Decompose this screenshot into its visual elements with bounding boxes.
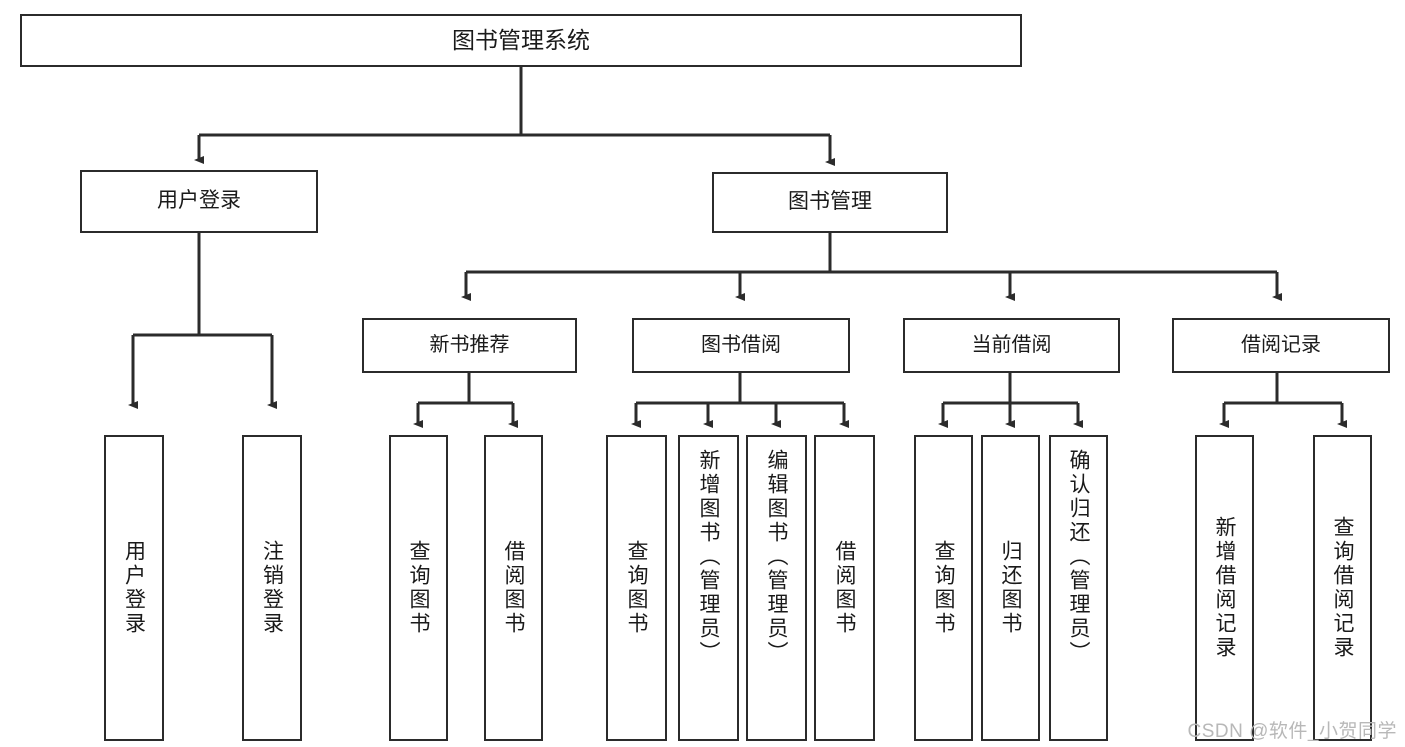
node-book-manage[interactable]: 图书管理 (712, 172, 948, 233)
leaf-bookborrow-add-book[interactable]: 新增图书（管理员） (678, 435, 739, 741)
leaf-currentborrow-return-book[interactable]: 归还图书 (981, 435, 1040, 741)
leaf-newbook-query-book[interactable]: 查询图书 (389, 435, 448, 741)
leaf-newbook-query-book-label: 查询图书 (407, 540, 430, 636)
node-borrow-record[interactable]: 借阅记录 (1172, 318, 1390, 373)
leaf-logout-label: 注销登录 (260, 540, 284, 636)
leaf-user-login[interactable]: 用户登录 (104, 435, 164, 741)
leaf-currentborrow-return-book-label: 归还图书 (999, 540, 1022, 636)
leaf-bookborrow-borrow-book-label: 借阅图书 (833, 540, 856, 636)
leaf-bookborrow-add-book-label: 新增图书（管理员） (697, 449, 720, 665)
node-current-borrow-label: 当前借阅 (971, 333, 1052, 356)
leaf-bookborrow-borrow-book[interactable]: 借阅图书 (814, 435, 875, 741)
leaf-borrowrecord-query-record[interactable]: 查询借阅记录 (1313, 435, 1372, 741)
leaf-logout[interactable]: 注销登录 (242, 435, 302, 741)
node-new-book-recommend-label: 新书推荐 (429, 333, 510, 356)
leaf-borrowrecord-add-record-label: 新增借阅记录 (1213, 516, 1236, 660)
node-book-borrow[interactable]: 图书借阅 (632, 318, 850, 373)
node-new-book-recommend[interactable]: 新书推荐 (362, 318, 577, 373)
leaf-borrowrecord-query-record-label: 查询借阅记录 (1331, 516, 1354, 660)
node-root-label: 图书管理系统 (452, 26, 590, 53)
leaf-currentborrow-confirm-return-label: 确认归还（管理员） (1067, 449, 1090, 665)
node-user-login-label: 用户登录 (157, 189, 241, 213)
leaf-newbook-borrow-book[interactable]: 借阅图书 (484, 435, 543, 741)
leaf-borrowrecord-add-record[interactable]: 新增借阅记录 (1195, 435, 1254, 741)
leaf-newbook-borrow-book-label: 借阅图书 (502, 540, 525, 636)
leaf-currentborrow-query-book[interactable]: 查询图书 (914, 435, 973, 741)
node-user-login[interactable]: 用户登录 (80, 170, 318, 233)
node-current-borrow[interactable]: 当前借阅 (903, 318, 1120, 373)
watermark: CSDN @软件_小贺同学 (1187, 721, 1397, 742)
leaf-user-login-label: 用户登录 (122, 540, 146, 636)
leaf-bookborrow-edit-book-label: 编辑图书（管理员） (765, 449, 788, 665)
node-borrow-record-label: 借阅记录 (1241, 333, 1321, 356)
leaf-currentborrow-confirm-return[interactable]: 确认归还（管理员） (1049, 435, 1108, 741)
leaf-bookborrow-query-book[interactable]: 查询图书 (606, 435, 667, 741)
leaf-currentborrow-query-book-label: 查询图书 (932, 540, 955, 636)
node-book-manage-label: 图书管理 (788, 190, 872, 214)
leaf-bookborrow-query-book-label: 查询图书 (625, 540, 648, 636)
node-root[interactable]: 图书管理系统 (20, 14, 1022, 67)
leaf-bookborrow-edit-book[interactable]: 编辑图书（管理员） (746, 435, 807, 741)
node-book-borrow-label: 图书借阅 (701, 333, 781, 356)
